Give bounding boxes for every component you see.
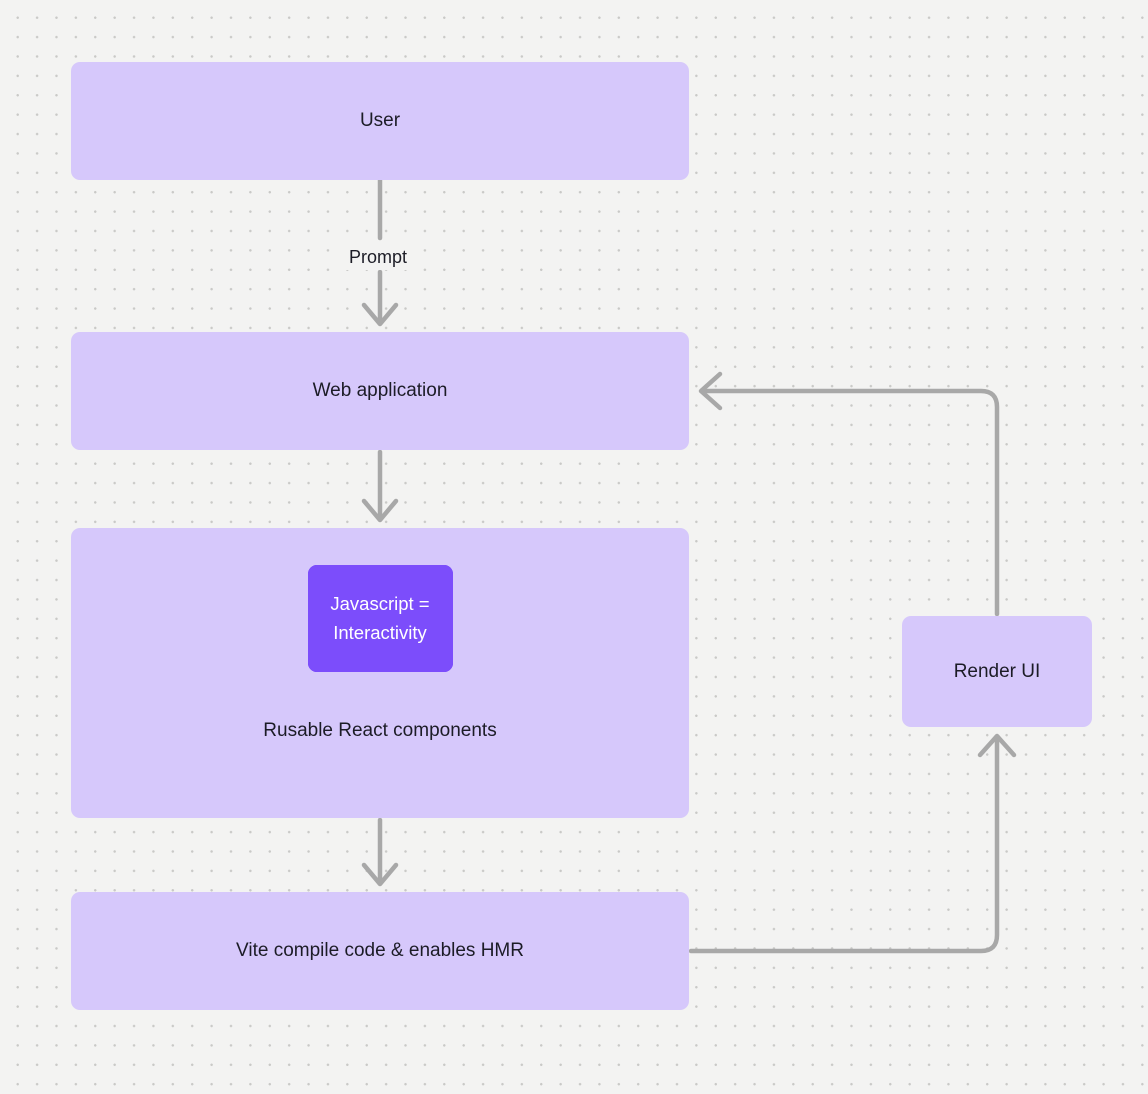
node-javascript-interactivity[interactable]: Javascript = Interactivity [307,565,453,672]
edge-renderui-to-webapp [701,388,1000,617]
node-javascript-interactivity-label: Javascript = Interactivity [330,592,430,643]
edge-label-prompt: Prompt [343,245,414,270]
node-react-components[interactable]: HTML = structure CSS = Styles & Layouts … [71,528,689,818]
node-user[interactable]: User [71,62,689,180]
arrowhead-react-to-vite [361,862,399,887]
arrowhead-vite-to-renderui [977,733,1017,758]
node-render-ui-label: Render UI [953,660,1041,682]
node-web-application[interactable]: Web application [71,332,689,450]
node-vite[interactable]: Vite compile code & enables HMR [71,892,689,1010]
node-react-components-caption: Rusable React components [263,720,497,741]
node-web-application-label: Web application [312,380,448,402]
node-user-label: User [359,110,401,132]
arrowhead-renderui-to-webapp [698,371,723,411]
node-vite-label: Vite compile code & enables HMR [236,940,524,962]
arrowhead-user-to-webapp [361,302,399,327]
edge-vite-to-renderui [688,736,1000,954]
arrowhead-webapp-to-react [361,498,399,523]
node-render-ui[interactable]: Render UI [902,616,1092,727]
